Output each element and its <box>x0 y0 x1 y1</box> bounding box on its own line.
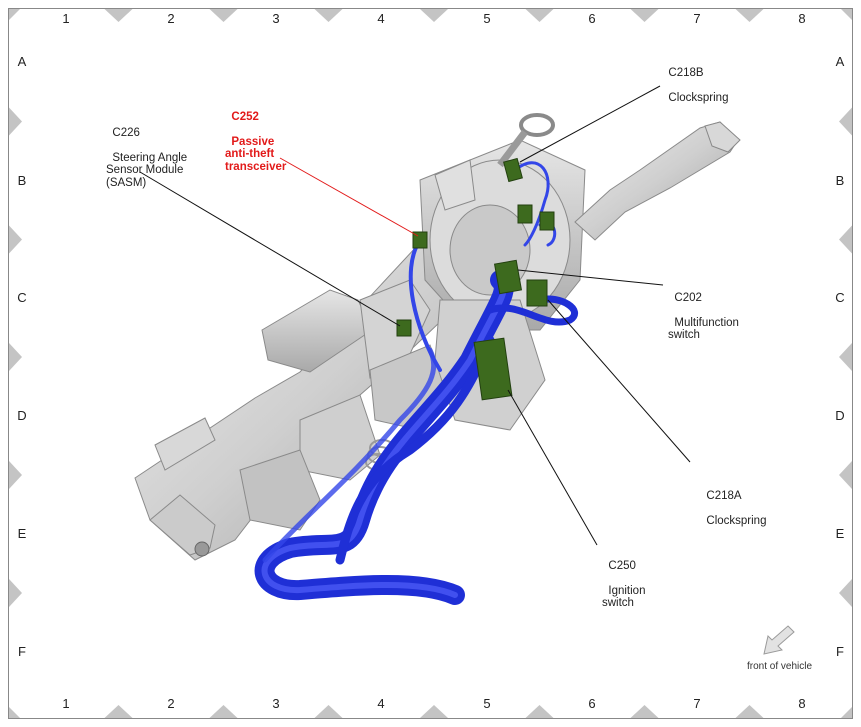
grid-marker <box>839 107 852 136</box>
grid-marker <box>9 579 22 607</box>
callout-code: C202 <box>674 291 702 304</box>
grid-row-left: C <box>17 290 27 305</box>
grid-column-bottom: 5 <box>483 696 491 711</box>
grid-marker <box>420 9 448 22</box>
grid-marker <box>839 343 852 371</box>
grid-marker <box>314 705 343 718</box>
grid-row-right: F <box>836 644 844 659</box>
grid-marker <box>525 705 554 718</box>
grid-marker <box>839 225 852 254</box>
grid-marker <box>839 579 852 607</box>
connector-c252 <box>412 231 428 249</box>
grid-marker <box>9 461 22 489</box>
grid-marker <box>735 705 764 718</box>
callout-name: Ignition switch <box>602 584 646 610</box>
grid-row-right: B <box>835 173 845 188</box>
grid-marker <box>9 343 22 371</box>
callout-code: C250 <box>608 559 636 572</box>
grid-column-top: 4 <box>377 11 385 26</box>
callout-name: Clockspring <box>706 514 767 527</box>
steering-column-housing <box>134 113 741 561</box>
grid-row-right: A <box>835 54 845 69</box>
grid-markers <box>9 9 852 718</box>
grid-column-top: 6 <box>588 11 596 26</box>
grid-row-right: E <box>835 526 845 541</box>
grid-marker <box>9 9 20 20</box>
grid-marker <box>209 705 238 718</box>
connector-c218b <box>503 157 523 183</box>
grid-column-bottom: 7 <box>693 696 701 711</box>
grid-marker <box>420 705 448 718</box>
grid-marker <box>841 707 852 718</box>
grid-marker <box>630 705 659 718</box>
callout-c226: C226 Steering Angle Sensor Module (SASM) <box>106 114 187 189</box>
callout-code: C226 <box>112 126 140 139</box>
grid-row-left: D <box>17 408 27 423</box>
grid-marker <box>735 9 764 22</box>
callout-code: C252 <box>231 110 259 123</box>
grid-column-bottom: 3 <box>272 696 280 711</box>
callout-c250: C250 Ignition switch <box>602 547 645 610</box>
callout-c218a: C218A Clockspring <box>700 477 766 527</box>
callout-code: C218A <box>706 489 742 502</box>
grid-column-top: 3 <box>272 11 280 26</box>
callout-name: Multifunction switch <box>668 316 739 342</box>
grid-marker <box>104 705 133 718</box>
connector-c226 <box>396 319 412 337</box>
grid-column-bottom: 8 <box>798 696 806 711</box>
grid-row-right: D <box>835 408 845 423</box>
grid-marker <box>841 9 852 20</box>
front-of-vehicle-label: front of vehicle <box>747 661 813 672</box>
callout-c202: C202 Multifunction switch <box>668 279 739 342</box>
grid-marker <box>630 9 659 22</box>
grid-marker <box>9 107 22 136</box>
leader-lines <box>139 85 691 546</box>
grid-column-bottom: 6 <box>588 696 596 711</box>
grid-marker <box>209 9 238 22</box>
callout-code: C218B <box>668 66 704 79</box>
grid-row-left: A <box>17 54 27 69</box>
grid-row-right: C <box>835 290 845 305</box>
callout-name: Clockspring <box>668 91 729 104</box>
grid-marker <box>525 9 554 22</box>
grid-marker <box>104 9 133 22</box>
grid-row-left: F <box>18 644 26 659</box>
callout-c218b: C218B Clockspring <box>662 54 728 104</box>
grid-marker <box>9 707 20 718</box>
connector-c202 <box>493 259 523 295</box>
grid-column-top: 5 <box>483 11 491 26</box>
grid-column-top: 2 <box>167 11 175 26</box>
connectors <box>396 157 555 401</box>
callout-c252: C252 Passive anti-theft transceiver <box>225 98 286 173</box>
grid-column-top: 1 <box>62 11 70 26</box>
grid-marker <box>839 461 852 489</box>
connector-c250 <box>473 337 513 401</box>
grid-column-top: 7 <box>693 11 701 26</box>
callout-name: Passive anti-theft transceiver <box>225 135 287 173</box>
grid-column-bottom: 2 <box>167 696 175 711</box>
grid-column-bottom: 4 <box>377 696 385 711</box>
grid-marker <box>9 225 22 254</box>
grid-marker <box>314 9 343 22</box>
grid-row-left: B <box>17 173 27 188</box>
grid-column-top: 8 <box>798 11 806 26</box>
connector-c218a <box>526 279 548 307</box>
callout-name: Steering Angle Sensor Module (SASM) <box>106 151 188 189</box>
arrow-down-left-icon <box>763 625 795 655</box>
grid-column-bottom: 1 <box>62 696 70 711</box>
grid-row-left: E <box>17 526 27 541</box>
